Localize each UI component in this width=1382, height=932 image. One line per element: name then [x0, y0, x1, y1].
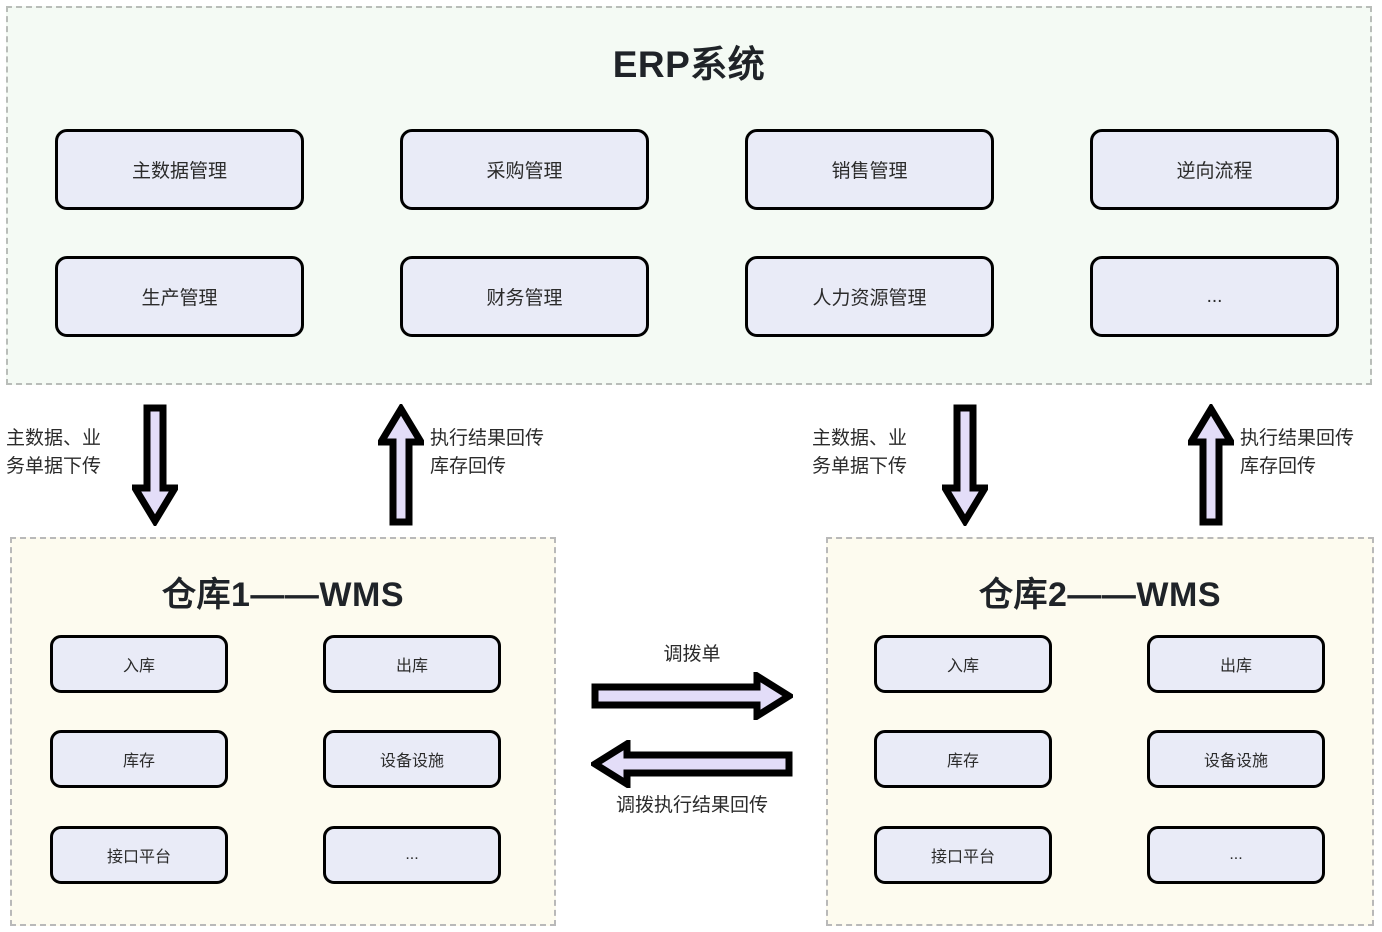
wms-module-label: 出库	[1219, 658, 1252, 675]
flow-label-downlink-wms2: 主数据、业 务单据下传	[812, 428, 908, 477]
wms-module-label: 接口平台	[930, 849, 995, 866]
wms-module-label: 设备设施	[379, 753, 444, 770]
erp-module-label: 主数据管理	[131, 161, 227, 182]
wms-module-label: ...	[405, 846, 419, 863]
transfer-order-label: 调拨单	[663, 644, 721, 665]
erp-module-more[interactable]: ...	[1090, 256, 1339, 337]
erp-module-label: 财务管理	[486, 288, 563, 309]
wms-module-label: 设备设施	[1203, 753, 1268, 770]
arrow-up-wms1-to-erp-icon	[378, 404, 424, 526]
erp-module-label: 生产管理	[141, 288, 218, 309]
erp-system-title: ERP系统	[612, 44, 766, 85]
wms1-module-equipment[interactable]: 设备设施	[323, 730, 501, 788]
wms1-module-inbound[interactable]: 入库	[50, 635, 228, 693]
wms-module-label: 出库	[395, 658, 428, 675]
erp-module-purchasing[interactable]: 采购管理	[400, 129, 649, 210]
erp-module-label: 逆向流程	[1176, 161, 1253, 182]
arrow-down-erp-to-wms2-icon	[942, 404, 988, 526]
wms1-module-outbound[interactable]: 出库	[323, 635, 501, 693]
wms-module-label: 接口平台	[106, 849, 171, 866]
wms1-module-inventory[interactable]: 库存	[50, 730, 228, 788]
erp-module-label: 采购管理	[486, 161, 563, 182]
flow-label-uplink-wms1: 执行结果回传 库存回传	[430, 428, 545, 477]
erp-module-sales[interactable]: 销售管理	[745, 129, 994, 210]
erp-module-finance[interactable]: 财务管理	[400, 256, 649, 337]
wms2-module-equipment[interactable]: 设备设施	[1147, 730, 1325, 788]
arrow-up-wms2-to-erp-icon	[1188, 404, 1234, 526]
wms-module-label: 入库	[946, 658, 979, 675]
warehouse-1-title: 仓库1——WMS	[162, 576, 404, 614]
arrow-down-erp-to-wms1-icon	[132, 404, 178, 526]
erp-module-master-data[interactable]: 主数据管理	[55, 129, 304, 210]
warehouse-2-title: 仓库2——WMS	[979, 576, 1221, 614]
transfer-result-label: 调拨执行结果回传	[615, 795, 768, 816]
erp-module-label: 人力资源管理	[812, 288, 927, 309]
wms2-module-outbound[interactable]: 出库	[1147, 635, 1325, 693]
wms1-module-more[interactable]: ...	[323, 826, 501, 884]
warehouse-1-panel: 仓库1——WMS 入库 出库 库存 设备设施 接口平台 ...	[10, 537, 556, 926]
warehouse-2-panel: 仓库2——WMS 入库 出库 库存 设备设施 接口平台 ...	[826, 537, 1374, 926]
wms2-module-interface-platform[interactable]: 接口平台	[874, 826, 1052, 884]
wms-module-label: ...	[1229, 846, 1243, 863]
erp-module-hr[interactable]: 人力资源管理	[745, 256, 994, 337]
erp-module-label: 销售管理	[831, 161, 908, 182]
erp-module-label: ...	[1206, 285, 1223, 307]
flow-label-downlink-wms1: 主数据、业 务单据下传	[6, 428, 102, 477]
arrow-right-transfer-order-icon	[591, 672, 793, 720]
wms1-module-interface-platform[interactable]: 接口平台	[50, 826, 228, 884]
erp-system-panel: ERP系统 主数据管理 采购管理 销售管理 逆向流程 生产管理 财务管理 人力资…	[6, 6, 1372, 385]
wms2-module-more[interactable]: ...	[1147, 826, 1325, 884]
wms-module-label: 入库	[122, 658, 155, 675]
wms2-module-inventory[interactable]: 库存	[874, 730, 1052, 788]
erp-module-reverse-flow[interactable]: 逆向流程	[1090, 129, 1339, 210]
wms-module-label: 库存	[946, 753, 979, 770]
arrow-left-transfer-result-icon	[591, 740, 793, 788]
flow-label-uplink-wms2: 执行结果回传 库存回传	[1240, 428, 1355, 477]
wms-module-label: 库存	[122, 753, 155, 770]
wms2-module-inbound[interactable]: 入库	[874, 635, 1052, 693]
erp-module-production[interactable]: 生产管理	[55, 256, 304, 337]
